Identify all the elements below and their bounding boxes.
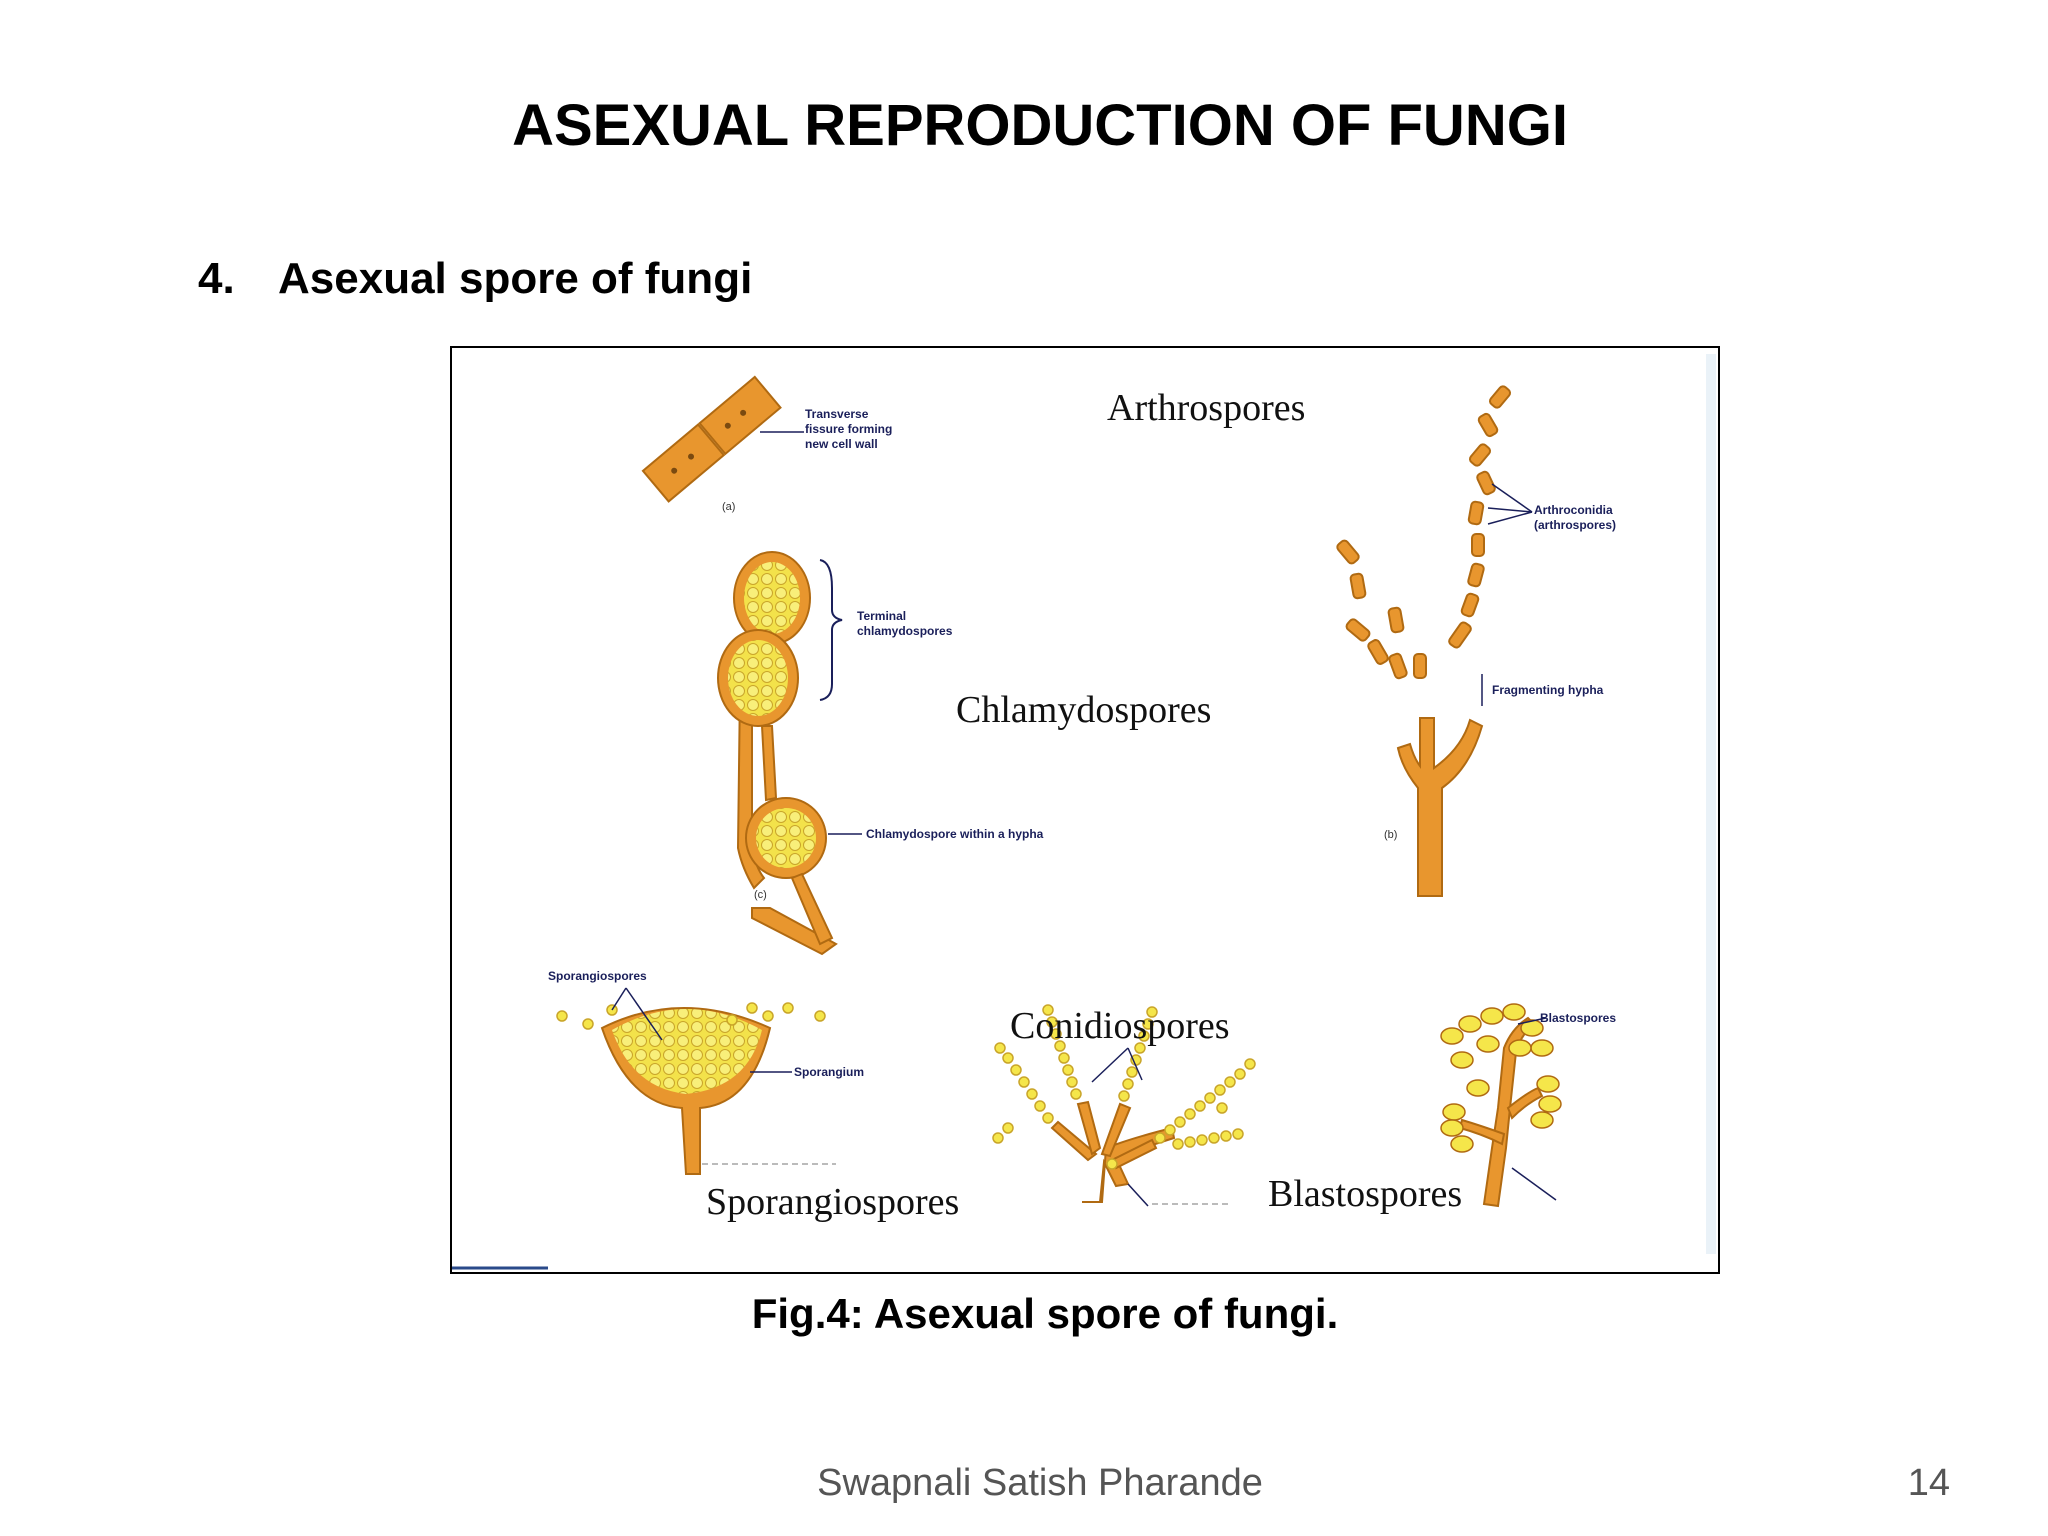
annotation-blastospores: Blastospores bbox=[1540, 1011, 1616, 1025]
panel-b-label: (b) bbox=[1384, 829, 1397, 841]
annotation-terminal-1: Terminal bbox=[857, 609, 906, 623]
annotation-sporangium: Sporangium bbox=[794, 1065, 864, 1079]
sporangium-drawing bbox=[556, 987, 836, 1175]
conidiospores-label: Conidiospores bbox=[1010, 1005, 1230, 1047]
annotation-arthroconidia-2: (arthrospores) bbox=[1534, 518, 1616, 532]
arthrospores-label: Arthrospores bbox=[1107, 387, 1305, 429]
sporangiospores-label: Sporangiospores bbox=[706, 1181, 959, 1223]
slide-title: ASEXUAL REPRODUCTION OF FUNGI bbox=[512, 93, 1568, 158]
annotation-fragmenting: Fragmenting hypha bbox=[1492, 683, 1604, 697]
footer-author: Swapnali Satish Pharande bbox=[817, 1462, 1263, 1504]
figure-caption: Fig.4: Asexual spore of fungi. bbox=[751, 1290, 1339, 1337]
chlamydospores-label: Chlamydospores bbox=[956, 689, 1211, 731]
panel-c-label: (c) bbox=[754, 889, 767, 901]
page-number: 14 bbox=[1907, 1462, 1950, 1504]
annotation-terminal-2: chlamydospores bbox=[857, 624, 953, 638]
scan-edge-artifact bbox=[1706, 354, 1716, 1254]
blastospore-drawing bbox=[1440, 1003, 1562, 1208]
annotation-chlamy-within: Chlamydospore within a hypha bbox=[866, 827, 1044, 841]
blastospores-label: Blastospores bbox=[1268, 1173, 1462, 1215]
annotation-arthroconidia-1: Arthroconidia bbox=[1534, 503, 1613, 517]
annotation-transverse-1: Transverse bbox=[805, 407, 869, 421]
annotation-sporangiospores: Sporangiospores bbox=[548, 969, 647, 983]
figure-image: Transverse fissure forming new cell wall… bbox=[450, 346, 1720, 1274]
conidiophore-drawing bbox=[992, 1004, 1256, 1207]
list-item-text: Asexual spore of fungi bbox=[278, 254, 753, 303]
list-item-number: 4. bbox=[198, 254, 235, 303]
arthroconidia-pointer bbox=[1481, 483, 1533, 706]
chlamydospore-drawing bbox=[717, 551, 862, 956]
arthrospore-hypha-drawing bbox=[641, 375, 804, 503]
annotation-transverse-3: new cell wall bbox=[805, 437, 878, 451]
fungi-spores-diagram: Transverse fissure forming new cell wall… bbox=[452, 354, 1716, 1270]
list-item: 4. Asexual spore of fungi bbox=[198, 254, 752, 304]
panel-a-label: (a) bbox=[722, 501, 735, 513]
annotation-transverse-2: fissure forming bbox=[805, 422, 892, 436]
fragmenting-hypha-drawing bbox=[1336, 385, 1512, 897]
